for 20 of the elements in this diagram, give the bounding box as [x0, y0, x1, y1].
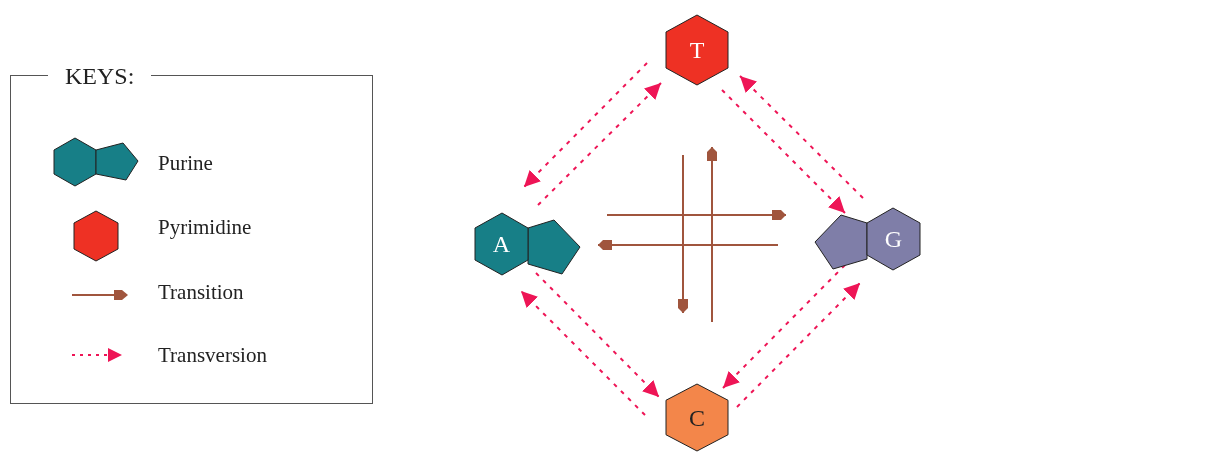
transversion-arrow	[535, 272, 660, 398]
transversion-arrow	[739, 75, 864, 199]
base-letter: T	[689, 38, 705, 62]
transversion-arrow	[537, 82, 662, 206]
base-letter: G	[884, 227, 903, 251]
pyrimidine-hexagon	[665, 14, 729, 86]
transversion-arrow	[721, 89, 846, 214]
base-letter: C	[689, 405, 705, 430]
base-letter: A	[492, 232, 511, 256]
transversion-arrow	[722, 264, 846, 389]
legend-label: Transversion	[158, 342, 267, 368]
legend-label: Purine	[158, 150, 213, 176]
transversion-arrow	[520, 290, 646, 416]
transversion-arrow	[523, 62, 648, 188]
pyrimidine-hexagon	[665, 383, 729, 452]
purine-shape	[814, 207, 921, 271]
legend-label: Pyrimidine	[158, 214, 252, 240]
transversion-arrow	[736, 282, 861, 408]
legend-label: Transition	[158, 279, 244, 305]
purine-shape	[474, 212, 581, 276]
